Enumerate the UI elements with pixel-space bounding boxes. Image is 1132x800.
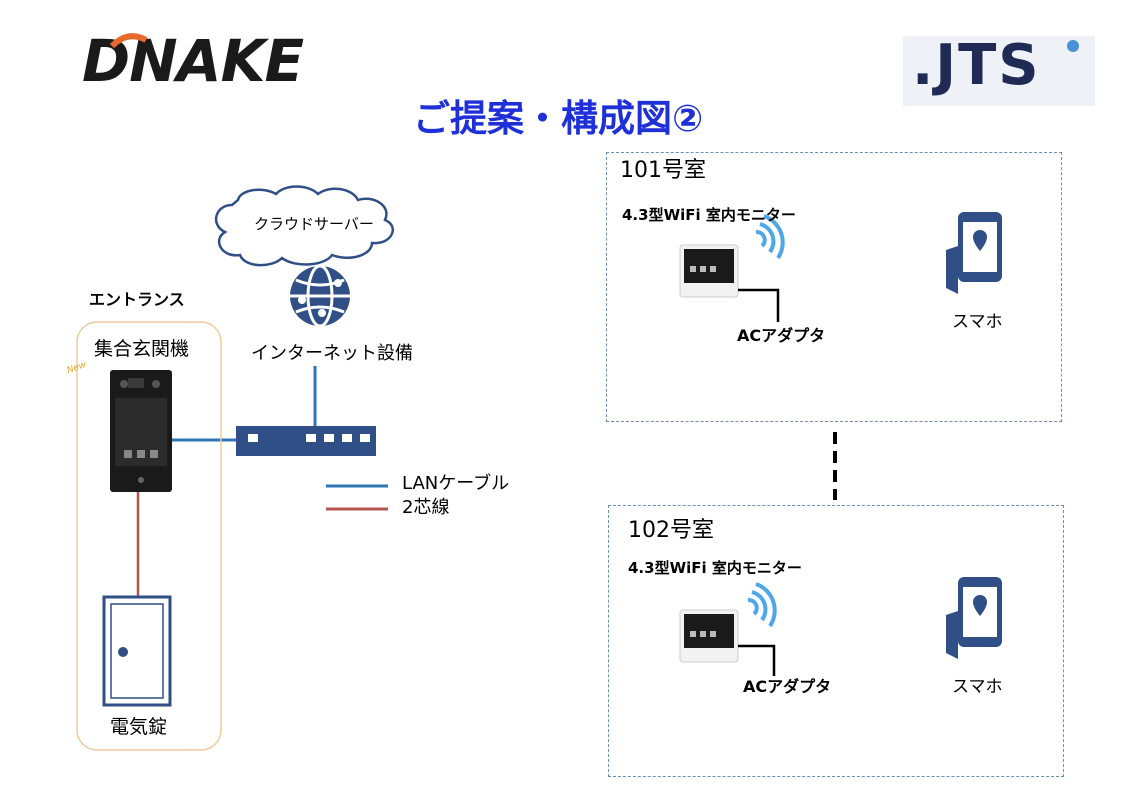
cloud-server-label: クラウドサーバー: [254, 215, 374, 233]
room-101-name: 101号室: [620, 158, 706, 183]
internet-equipment-label: インターネット設備: [251, 343, 413, 364]
room101-adapter-cable: [738, 288, 780, 322]
room102-adapter-cable: [738, 644, 776, 676]
jts-logo: .JTS: [912, 33, 1041, 98]
electric-lock-door-icon: [102, 595, 172, 707]
room-101-adapter-label: ACアダプタ: [737, 326, 826, 345]
room-102-box: [608, 505, 1064, 777]
room101-monitor-icon: [679, 244, 739, 298]
room-102-monitor-label: 4.3型WiFi 室内モニター: [628, 559, 802, 577]
room101-smartphone-icon: [946, 212, 1002, 294]
jts-logo-background: [903, 36, 1095, 106]
entrance-box: [76, 321, 222, 751]
entrance-heading: エントランス: [89, 290, 185, 309]
room-101-box: [606, 152, 1062, 422]
cloud-shape: [214, 185, 394, 267]
dnake-logo-arc: [110, 33, 148, 49]
room102-wifi-icon: [747, 582, 777, 628]
room102-monitor-icon: [679, 609, 739, 663]
legend-two-wire-label: 2芯線: [402, 497, 450, 518]
room-101-monitor-label: 4.3型WiFi 室内モニター: [622, 206, 796, 224]
door-station-device: [110, 370, 172, 492]
page-title: ご提案・構成図②: [413, 97, 704, 140]
room-101-phone-label: スマホ: [952, 312, 1003, 332]
legend-lan-label: LANケーブル: [402, 473, 510, 494]
electric-lock-label: 電気錠: [110, 716, 168, 738]
door-station-label: 集合玄関機: [94, 338, 190, 360]
room-102-name: 102号室: [628, 518, 714, 543]
globe-icon: [290, 264, 350, 328]
network-switch-icon: [236, 426, 376, 456]
jts-logo-dot: [1067, 40, 1079, 52]
room-102-phone-label: スマホ: [952, 677, 1003, 697]
room101-wifi-icon: [755, 214, 785, 260]
room-102-adapter-label: ACアダプタ: [743, 677, 832, 696]
room102-smartphone-icon: [946, 577, 1002, 659]
